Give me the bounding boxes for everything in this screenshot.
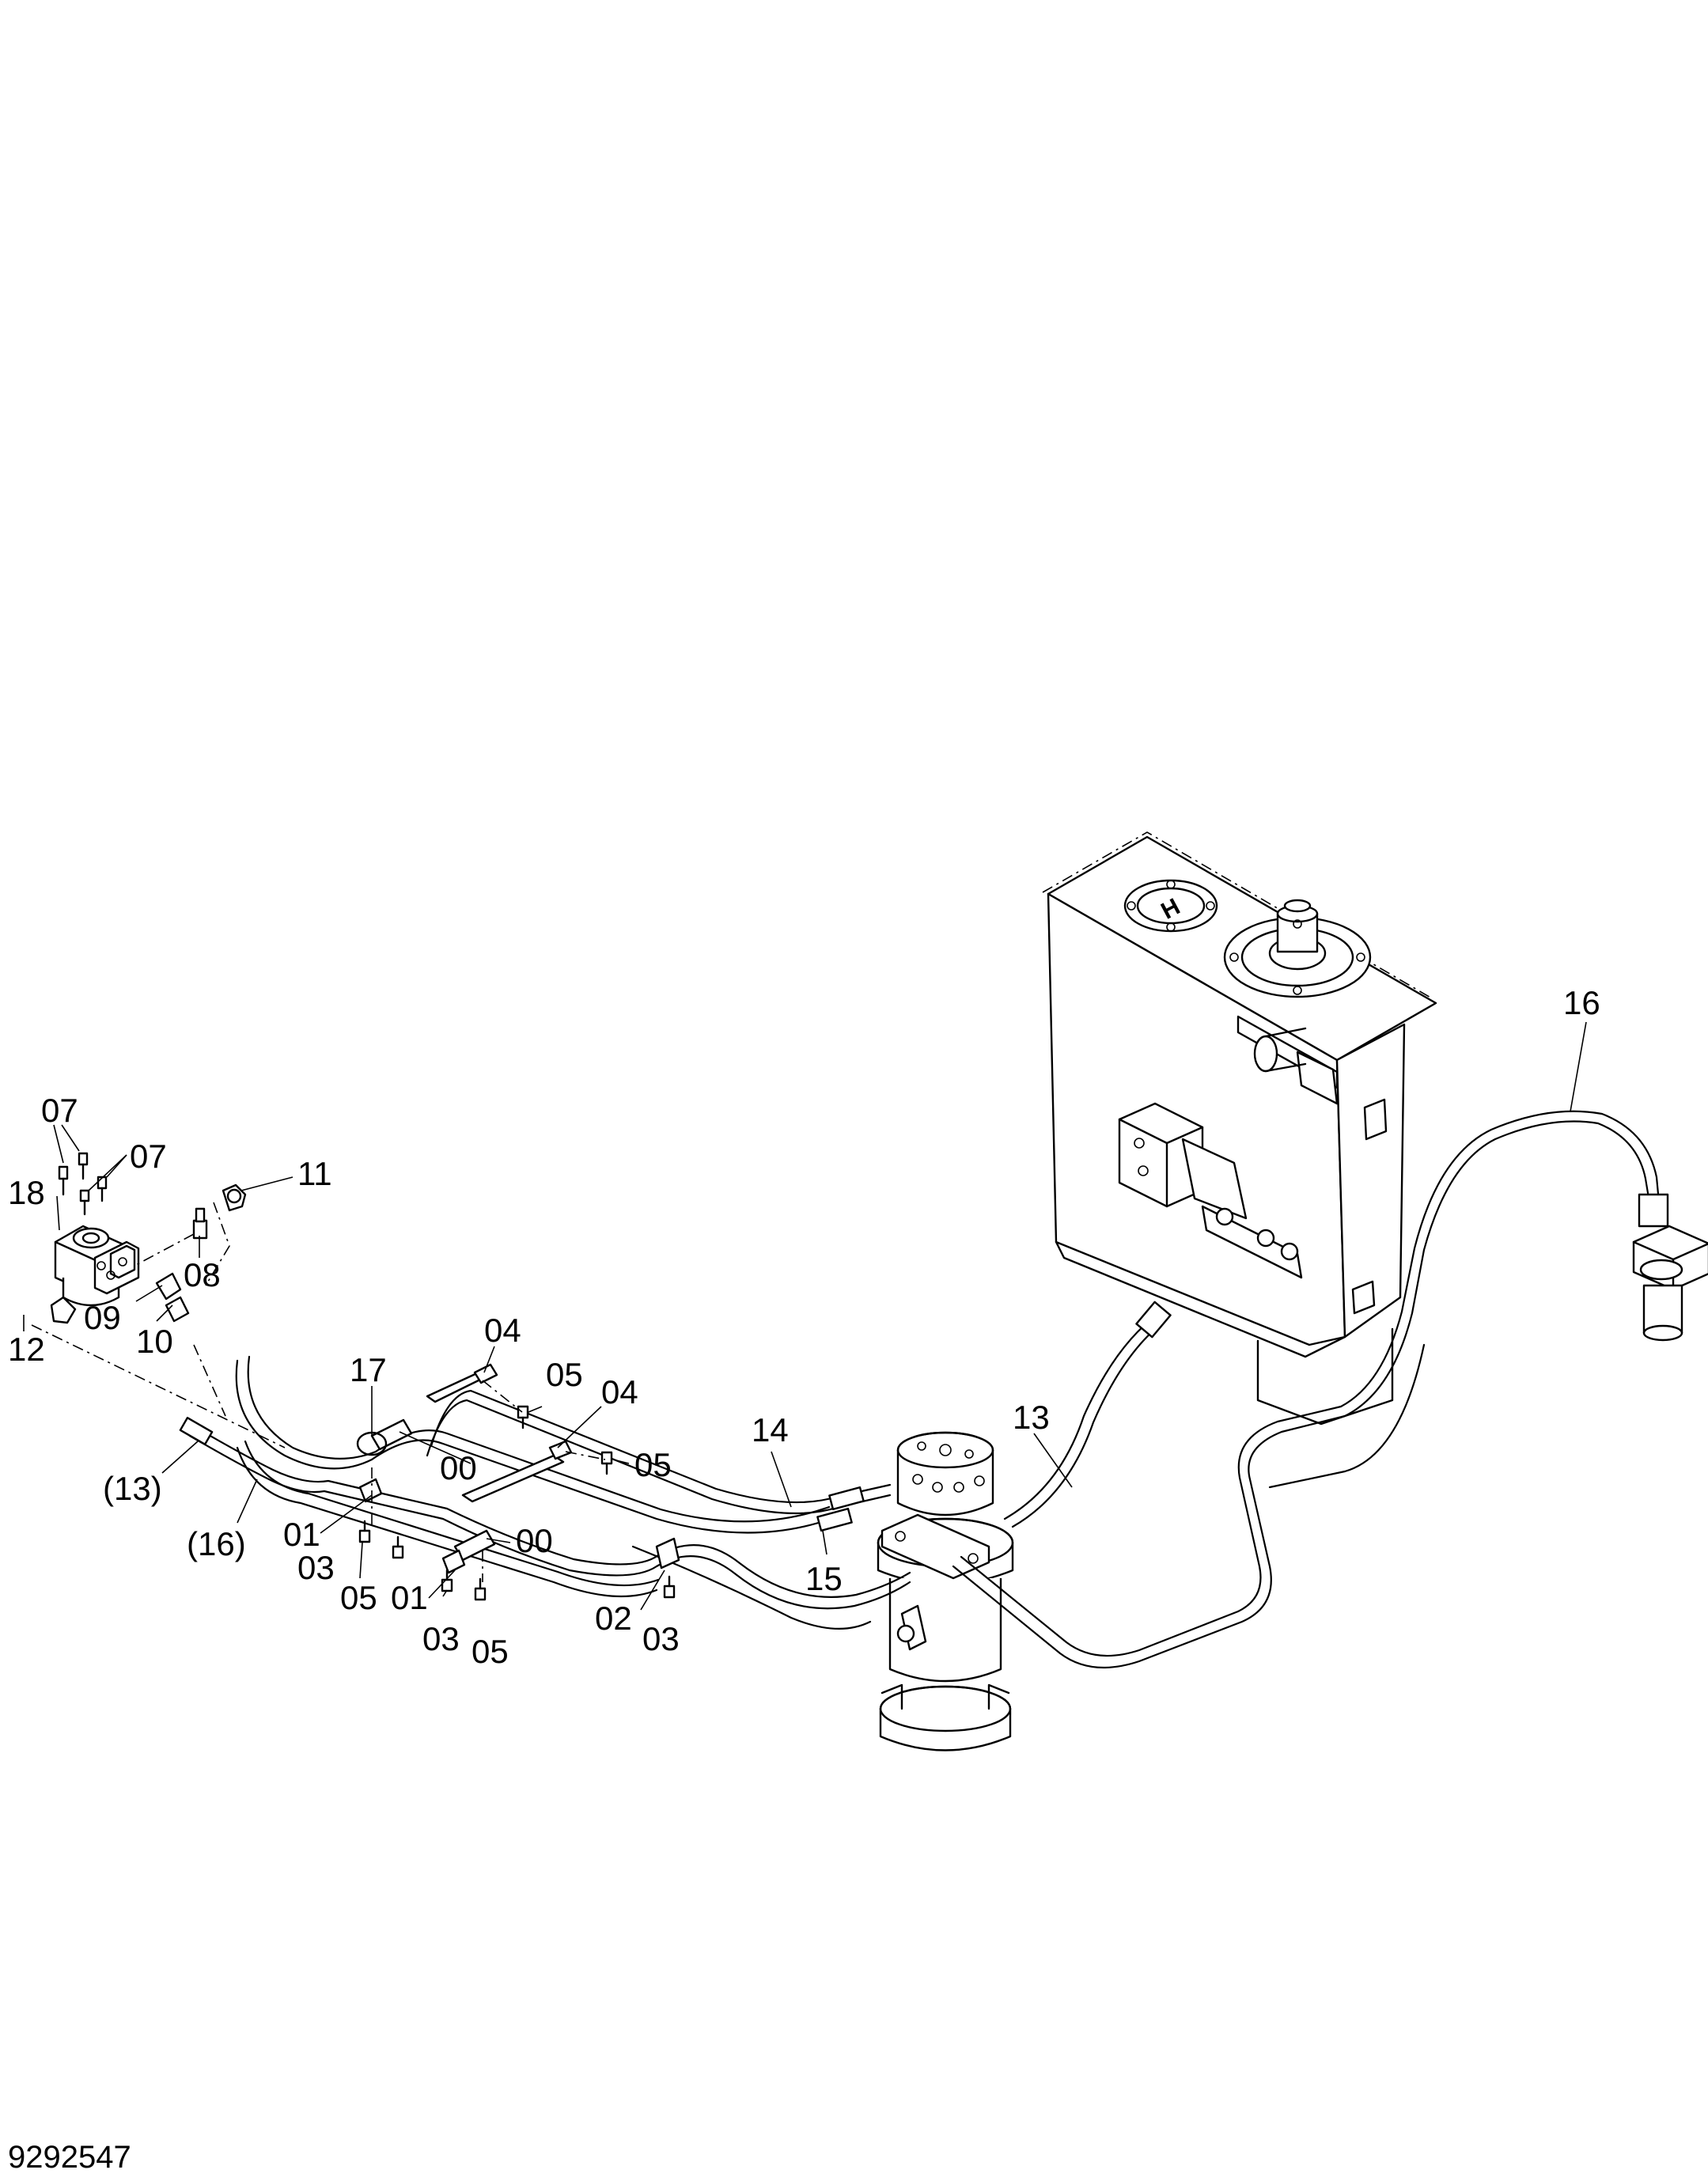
pilot-fittings	[31, 1183, 286, 1448]
callout-00a: 00	[440, 1449, 477, 1486]
callout-10: 10	[136, 1323, 173, 1360]
callout-09: 09	[84, 1299, 121, 1336]
callout-03c: 03	[642, 1620, 680, 1657]
callout-17: 17	[350, 1351, 387, 1388]
hydraulic-tank: H	[1042, 831, 1437, 1426]
callout-12: 12	[8, 1331, 45, 1368]
callout-03b: 03	[422, 1620, 460, 1657]
callout-05d: 05	[471, 1633, 509, 1670]
clamps-brackets	[356, 1363, 680, 1601]
pilot-valve-assembly	[54, 1152, 140, 1307]
callout-04b: 04	[601, 1373, 638, 1410]
callout-05a: 05	[546, 1356, 583, 1393]
callout-11: 11	[297, 1155, 332, 1192]
callout-18: 18	[8, 1174, 45, 1211]
callout-13: 13	[1013, 1399, 1050, 1436]
pilot-filter	[1632, 1193, 1708, 1342]
callout-labels: 07 07 18 11 08 09 10 12 (13) (16) 17 04 …	[8, 984, 1600, 1670]
callout-04a: 04	[484, 1312, 521, 1349]
callout-13-ref: (13)	[103, 1470, 162, 1507]
drawing-number: 9292547	[8, 2140, 131, 2175]
callout-15: 15	[805, 1560, 843, 1597]
hoses	[179, 1110, 1661, 1669]
callout-01a: 01	[283, 1516, 320, 1553]
callout-07a: 07	[41, 1092, 78, 1129]
callout-08: 08	[184, 1256, 221, 1293]
callout-01b: 01	[391, 1579, 428, 1616]
callout-00b: 00	[516, 1522, 553, 1559]
callout-14: 14	[752, 1411, 789, 1448]
leader-lines	[23, 1021, 1587, 1611]
callout-05c: 05	[340, 1579, 377, 1616]
callout-16: 16	[1563, 984, 1600, 1021]
callout-07b: 07	[130, 1138, 167, 1175]
callout-16-ref: (16)	[187, 1525, 246, 1562]
callout-02: 02	[595, 1600, 632, 1637]
center-swivel-joint	[877, 1431, 1014, 1751]
callout-03a: 03	[297, 1549, 335, 1586]
callout-05b: 05	[634, 1446, 672, 1483]
